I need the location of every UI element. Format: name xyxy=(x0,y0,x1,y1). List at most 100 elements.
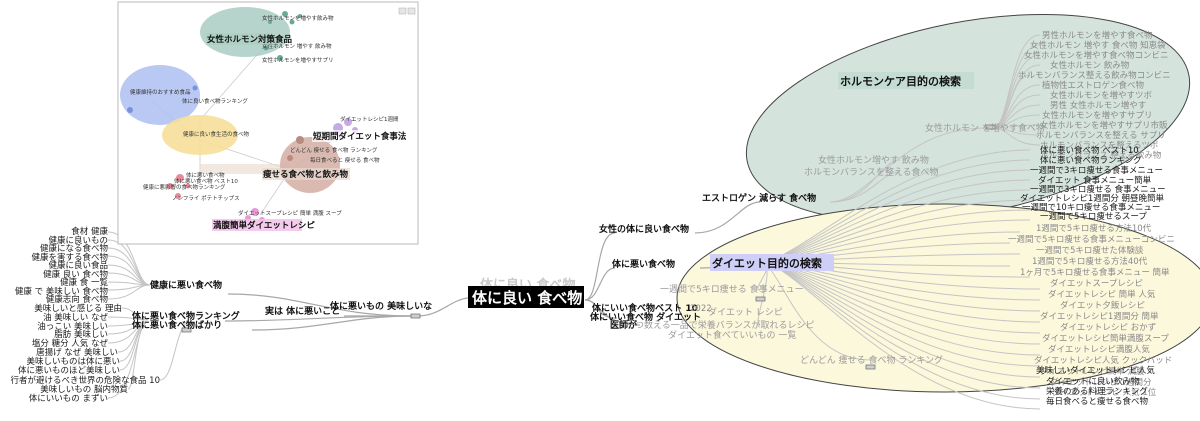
inset-item[interactable]: 女性ホルモンを増やす飲み物 xyxy=(262,14,334,22)
inset-item[interactable]: ダイエットスープレシピ xyxy=(238,209,299,217)
diet-leaf[interactable]: 一週間で10キロ痩せる食事メニュー xyxy=(1022,202,1160,213)
left-leaf[interactable]: 健康志向 食べ物 xyxy=(46,294,109,305)
diet-leaf[interactable]: 体に悪い食べ物 ベスト10 xyxy=(1040,145,1139,156)
hormone-leaf[interactable]: 女性ホルモン 飲み物 xyxy=(1050,60,1130,71)
inset-item[interactable]: 健康に良い食生活の食べ物 xyxy=(183,130,250,138)
diet-leaf[interactable]: 体に悪い食べ物ランキング xyxy=(1040,155,1142,166)
left-leaf[interactable]: 健康に良いもの xyxy=(48,235,108,246)
inset-item[interactable]: 健康に悪影響の食べ物ランキング xyxy=(143,183,226,191)
inset-item[interactable]: 健康維持のおすすめ食品 xyxy=(130,88,191,96)
diet-leaf[interactable]: 栄養のある料理ランキング xyxy=(1046,386,1148,397)
inset-item[interactable]: 女性ホルモン 増やす 飲み物 xyxy=(262,42,332,50)
josei-node[interactable]: 女性の体に良い食べ物 xyxy=(599,223,689,235)
diet-leaf[interactable]: 一週間で3キロ痩せる 食事メニュー xyxy=(1030,184,1166,195)
hormone-hub-node[interactable] xyxy=(985,124,996,130)
hormone-leaf[interactable]: ホルモンバランスを整える サプリ xyxy=(1036,130,1166,141)
left-leaf[interactable]: 美味しいもの 脳内物質 xyxy=(40,384,128,395)
left-leaf[interactable]: 健康 良い 食べ物 xyxy=(43,269,108,280)
inset-item[interactable]: ダイエットレシピ1週間 xyxy=(340,115,399,123)
estrogen-node[interactable]: エストロゲン 減らす 食べ物 xyxy=(702,192,816,204)
diet-leaf[interactable]: ダイエットレシピ1週間分 簡単 xyxy=(1040,311,1159,322)
diet-leaf[interactable]: 1週間で5キロ痩せる方法40代 xyxy=(1032,256,1148,267)
left-leaf[interactable]: 脂肪 美味しい xyxy=(54,329,108,340)
diet-inner-label[interactable]: どんどん 痩せる 食べ物 ランキング xyxy=(800,354,943,366)
hormone-leaf[interactable]: 男性 女性ホルモン増やす xyxy=(1050,100,1146,111)
left-hub-node[interactable] xyxy=(410,313,421,319)
karada-warui-right-node[interactable]: 体に悪い食べ物 xyxy=(612,258,675,270)
diet-food-node[interactable]: 体にいい食べ物 ダイエット xyxy=(590,311,701,323)
jitsuwa-node[interactable]: 実は 体に悪いこと xyxy=(265,305,340,317)
center-node-bg[interactable] xyxy=(468,286,584,308)
diet-leaf[interactable]: 1ヶ月で5キロ痩せる食事メニュー 簡単 xyxy=(1020,267,1170,278)
diet-leaf[interactable]: ダイエットスープレシピ xyxy=(1050,278,1143,289)
diet-leaf[interactable]: ダイエットレシピ簡単満腹スープ xyxy=(1042,333,1169,344)
diet-leaf[interactable]: ダイエットレシピ おかず xyxy=(1060,322,1156,333)
hormone-leaf[interactable]: ホルモンバランス 整える飲み物 xyxy=(1040,150,1162,161)
diet-leaf[interactable]: 一週間で5キロ痩せた体験談 xyxy=(1036,245,1144,256)
oishii-node[interactable] xyxy=(181,327,192,333)
diet-leaf[interactable]: ダイエットレシピ 1週間分 xyxy=(1050,377,1152,388)
inset-item[interactable]: 簡単 満腹 スープ xyxy=(300,209,342,217)
diet-leaf[interactable]: 1週間で5キロ痩せる方法10代 xyxy=(1036,223,1152,234)
diet-leaf[interactable]: 美味しいダイエットレシピ人気 xyxy=(1036,365,1155,376)
inset-expand-icon[interactable] xyxy=(398,7,407,15)
inset-item[interactable]: ノンフライ ポテトチップス xyxy=(172,195,240,202)
diet-leaf[interactable]: ダイエットレシピ 簡単 人気 xyxy=(1048,289,1156,300)
center-node-label[interactable]: 体に良い 食べ物 xyxy=(472,289,582,307)
diet-leaf[interactable]: 一週間で5キロ痩せる食事メニューコンビニ xyxy=(1008,234,1175,245)
hormone-inner-label[interactable]: 女性ホルモン増やす 飲み物 xyxy=(818,154,929,166)
diet-leaf[interactable]: ダイエットレシピ満腹人気 xyxy=(1048,344,1150,355)
diet-leaf[interactable]: 一週間で5キロ痩せるスープ xyxy=(1040,211,1147,222)
best10-node[interactable]: 体にいい食べ物ベスト 10 xyxy=(592,302,698,314)
diet-inner-label[interactable]: ダイエット食べていいもの 一覧 xyxy=(668,329,796,341)
inset-item[interactable]: どんどん 痩せる 食べ物 ランキング xyxy=(290,146,378,154)
inset-fullscreen-icon[interactable] xyxy=(407,7,416,15)
inset-item[interactable]: 体に悪い食べ物 ベスト10 xyxy=(174,177,238,185)
diet-leaf[interactable]: 一週間で3キロ痩せる食事メニュー xyxy=(1030,165,1163,176)
hormone-leaf[interactable]: 女性ホルモンを増やすツボ xyxy=(1050,90,1153,101)
karada-warui-ranking-node[interactable]: 体に悪い食べ物ランキング xyxy=(132,310,240,322)
left-leaf[interactable]: 健康 食 一覧 xyxy=(60,277,108,288)
hormone-leaf[interactable]: ホルモンバランスを整えるツボ xyxy=(1040,140,1159,151)
diet-hub-node[interactable] xyxy=(755,296,766,302)
diet-leaf[interactable]: ダイエット夕飯レシピ xyxy=(1060,300,1145,311)
left-leaf[interactable]: 油 美味しい なぜ xyxy=(43,312,108,323)
diet-leaf[interactable]: 毎日食べると痩せる食べ物 xyxy=(1046,396,1149,407)
hormone-inner-label[interactable]: 女性ホルモン を増やす食べ物 xyxy=(925,122,1045,134)
diet-leaf[interactable]: ダイエット 食事メニュー簡単 xyxy=(1038,175,1152,186)
left-leaf[interactable]: 油っこい 美味しい xyxy=(37,321,108,332)
diet-leaf[interactable]: ダイエットレシピ人気 クックパッド xyxy=(1034,355,1172,366)
diet-leaf[interactable]: ダイエットレシピ 人気 1位 xyxy=(1052,387,1157,398)
hormone-inner-label[interactable]: ホルモンバランスを整える食べ物 xyxy=(804,166,939,178)
diet-leaf[interactable]: ダイエットレシピ1週間分 朝昼晩簡単 xyxy=(1020,193,1165,204)
inset-item[interactable]: 体に良い食べ物ランキング xyxy=(182,97,248,105)
karada-warui-bakari-node[interactable]: 体に悪い食べ物ばかり xyxy=(132,319,222,331)
diet-inner-label[interactable]: ダイエット レシピ xyxy=(708,306,783,318)
left-leaf[interactable]: 美味しいと感じる 理由 xyxy=(34,303,122,314)
hormone-leaf[interactable]: 植物性エストロゲン食べ物 xyxy=(1042,80,1145,91)
hormone-leaf[interactable]: ホルモンバランス整える飲み物コンビニ xyxy=(1018,70,1171,81)
left-leaf[interactable]: 健康を害する食べ物 xyxy=(31,252,108,263)
left-leaf[interactable]: 体に悪いものほど美味しい xyxy=(18,365,120,376)
inset-item[interactable]: 毎日食べると 痩せる 食べ物 xyxy=(310,156,380,164)
left-leaf[interactable]: 健康に良い食品 xyxy=(48,260,108,271)
karada-oishii-node[interactable]: 体に悪いもの 美味しいな xyxy=(330,300,432,312)
dondon-node[interactable] xyxy=(865,364,876,370)
hormone-leaf[interactable]: 女性ホルモンを増やす食べ物コンビニ xyxy=(1024,50,1169,61)
hormone-leaf[interactable]: 女性ホルモンを増やすサプリ市販 xyxy=(1040,120,1168,131)
left-leaf[interactable]: 唐揚げ なぜ 美味しい xyxy=(36,347,118,358)
diet-inner-label[interactable]: 一週間で5キロ痩せる 食事メニュー xyxy=(660,283,804,295)
inset-item[interactable]: 女性ホルモンを増やすサプリ xyxy=(262,56,334,64)
hormone-leaf[interactable]: 女性ホルモン 増やす 食べ物 知恵袋 xyxy=(1030,40,1166,51)
ishi-node[interactable]: 医師が xyxy=(610,319,638,331)
kenko-warui-node[interactable]: 健康に悪い食べ物 xyxy=(150,279,222,291)
hormone-leaf[interactable]: 男性ホルモンを増やす食べ物 xyxy=(1042,30,1153,41)
diet-leaf[interactable]: ダイエットレシピ簡単 満腹 xyxy=(1040,366,1145,377)
left-leaf[interactable]: 塩分 糖分 人気 なぜ xyxy=(32,338,109,349)
left-leaf[interactable]: 食材 健康 xyxy=(71,226,108,237)
left-leaf[interactable]: 健康 で 美味しい 食べ物 xyxy=(15,286,109,297)
diet-inner-label[interactable]: 一つ数える一品で栄養バランスが取れるレシピ xyxy=(626,319,815,331)
diet-leaf[interactable]: ダイエットに良い飲み物 xyxy=(1046,376,1140,387)
inset-item[interactable]: 体に悪い食べ物 xyxy=(186,171,225,179)
left-leaf[interactable]: 体にいいもの まずい xyxy=(29,393,108,404)
